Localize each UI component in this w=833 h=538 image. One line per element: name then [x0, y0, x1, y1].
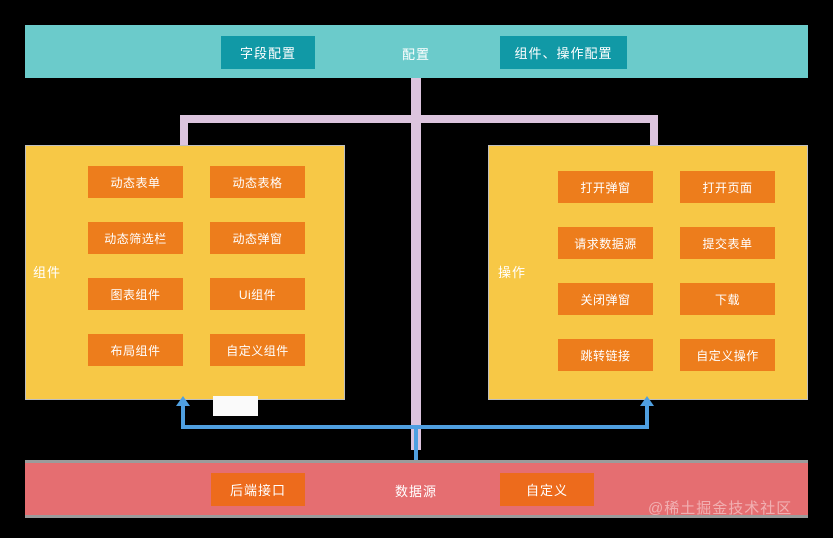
operation-chip-close-dialog[interactable]: 关闭弹窗	[558, 283, 653, 315]
operation-chip-open-dialog[interactable]: 打开弹窗	[558, 171, 653, 203]
config-connector-center-spine	[411, 115, 421, 450]
config-connector-branch-left	[180, 115, 188, 147]
config-connector-trunk-vertical	[411, 78, 421, 118]
config-bar	[25, 25, 808, 78]
component-chip-dynamic-table[interactable]: 动态表格	[210, 166, 305, 198]
components-chip-grid: 动态表单 动态表格 动态筛选栏 动态弹窗 图表组件 Ui组件 布局组件 自定义组…	[88, 166, 305, 366]
config-chip-field-config[interactable]: 字段配置	[221, 36, 315, 69]
operation-chip-submit-form[interactable]: 提交表单	[680, 227, 775, 259]
datasource-connector-trunk-vertical	[414, 427, 418, 460]
config-chip-component-operation-config[interactable]: 组件、操作配置	[500, 36, 627, 69]
operations-chip-grid: 打开弹窗 打开页面 请求数据源 提交表单 关闭弹窗 下载 跳转链接 自定义操作	[558, 171, 775, 371]
datasource-bar-center-label: 数据源	[394, 483, 437, 499]
config-connector-branch-right	[650, 115, 658, 147]
datasource-bar	[25, 460, 808, 518]
operation-chip-download[interactable]: 下载	[680, 283, 775, 315]
operation-chip-jump-link[interactable]: 跳转链接	[558, 339, 653, 371]
component-chip-layout[interactable]: 布局组件	[88, 334, 183, 366]
component-chip-dynamic-form[interactable]: 动态表单	[88, 166, 183, 198]
datasource-connector-branch-left	[181, 405, 185, 427]
note-box	[213, 396, 258, 416]
arrow-up-icon-right	[640, 396, 654, 406]
operations-panel-title: 操作	[498, 265, 527, 280]
config-bar-center-label: 配置	[401, 46, 430, 62]
operation-chip-custom-action[interactable]: 自定义操作	[680, 339, 775, 371]
datasource-chip-custom[interactable]: 自定义	[500, 473, 594, 506]
component-chip-custom[interactable]: 自定义组件	[210, 334, 305, 366]
watermark: @稀土掘金技术社区	[648, 500, 793, 517]
operation-chip-request-data[interactable]: 请求数据源	[558, 227, 653, 259]
arrow-up-icon-left	[176, 396, 190, 406]
operation-chip-open-page[interactable]: 打开页面	[680, 171, 775, 203]
component-chip-dynamic-dialog[interactable]: 动态弹窗	[210, 222, 305, 254]
component-chip-chart[interactable]: 图表组件	[88, 278, 183, 310]
components-panel-title: 组件	[33, 265, 62, 280]
datasource-connector-branch-right	[645, 405, 649, 427]
component-chip-dynamic-filter[interactable]: 动态筛选栏	[88, 222, 183, 254]
component-chip-ui[interactable]: Ui组件	[210, 278, 305, 310]
datasource-chip-backend-api[interactable]: 后端接口	[211, 473, 305, 506]
